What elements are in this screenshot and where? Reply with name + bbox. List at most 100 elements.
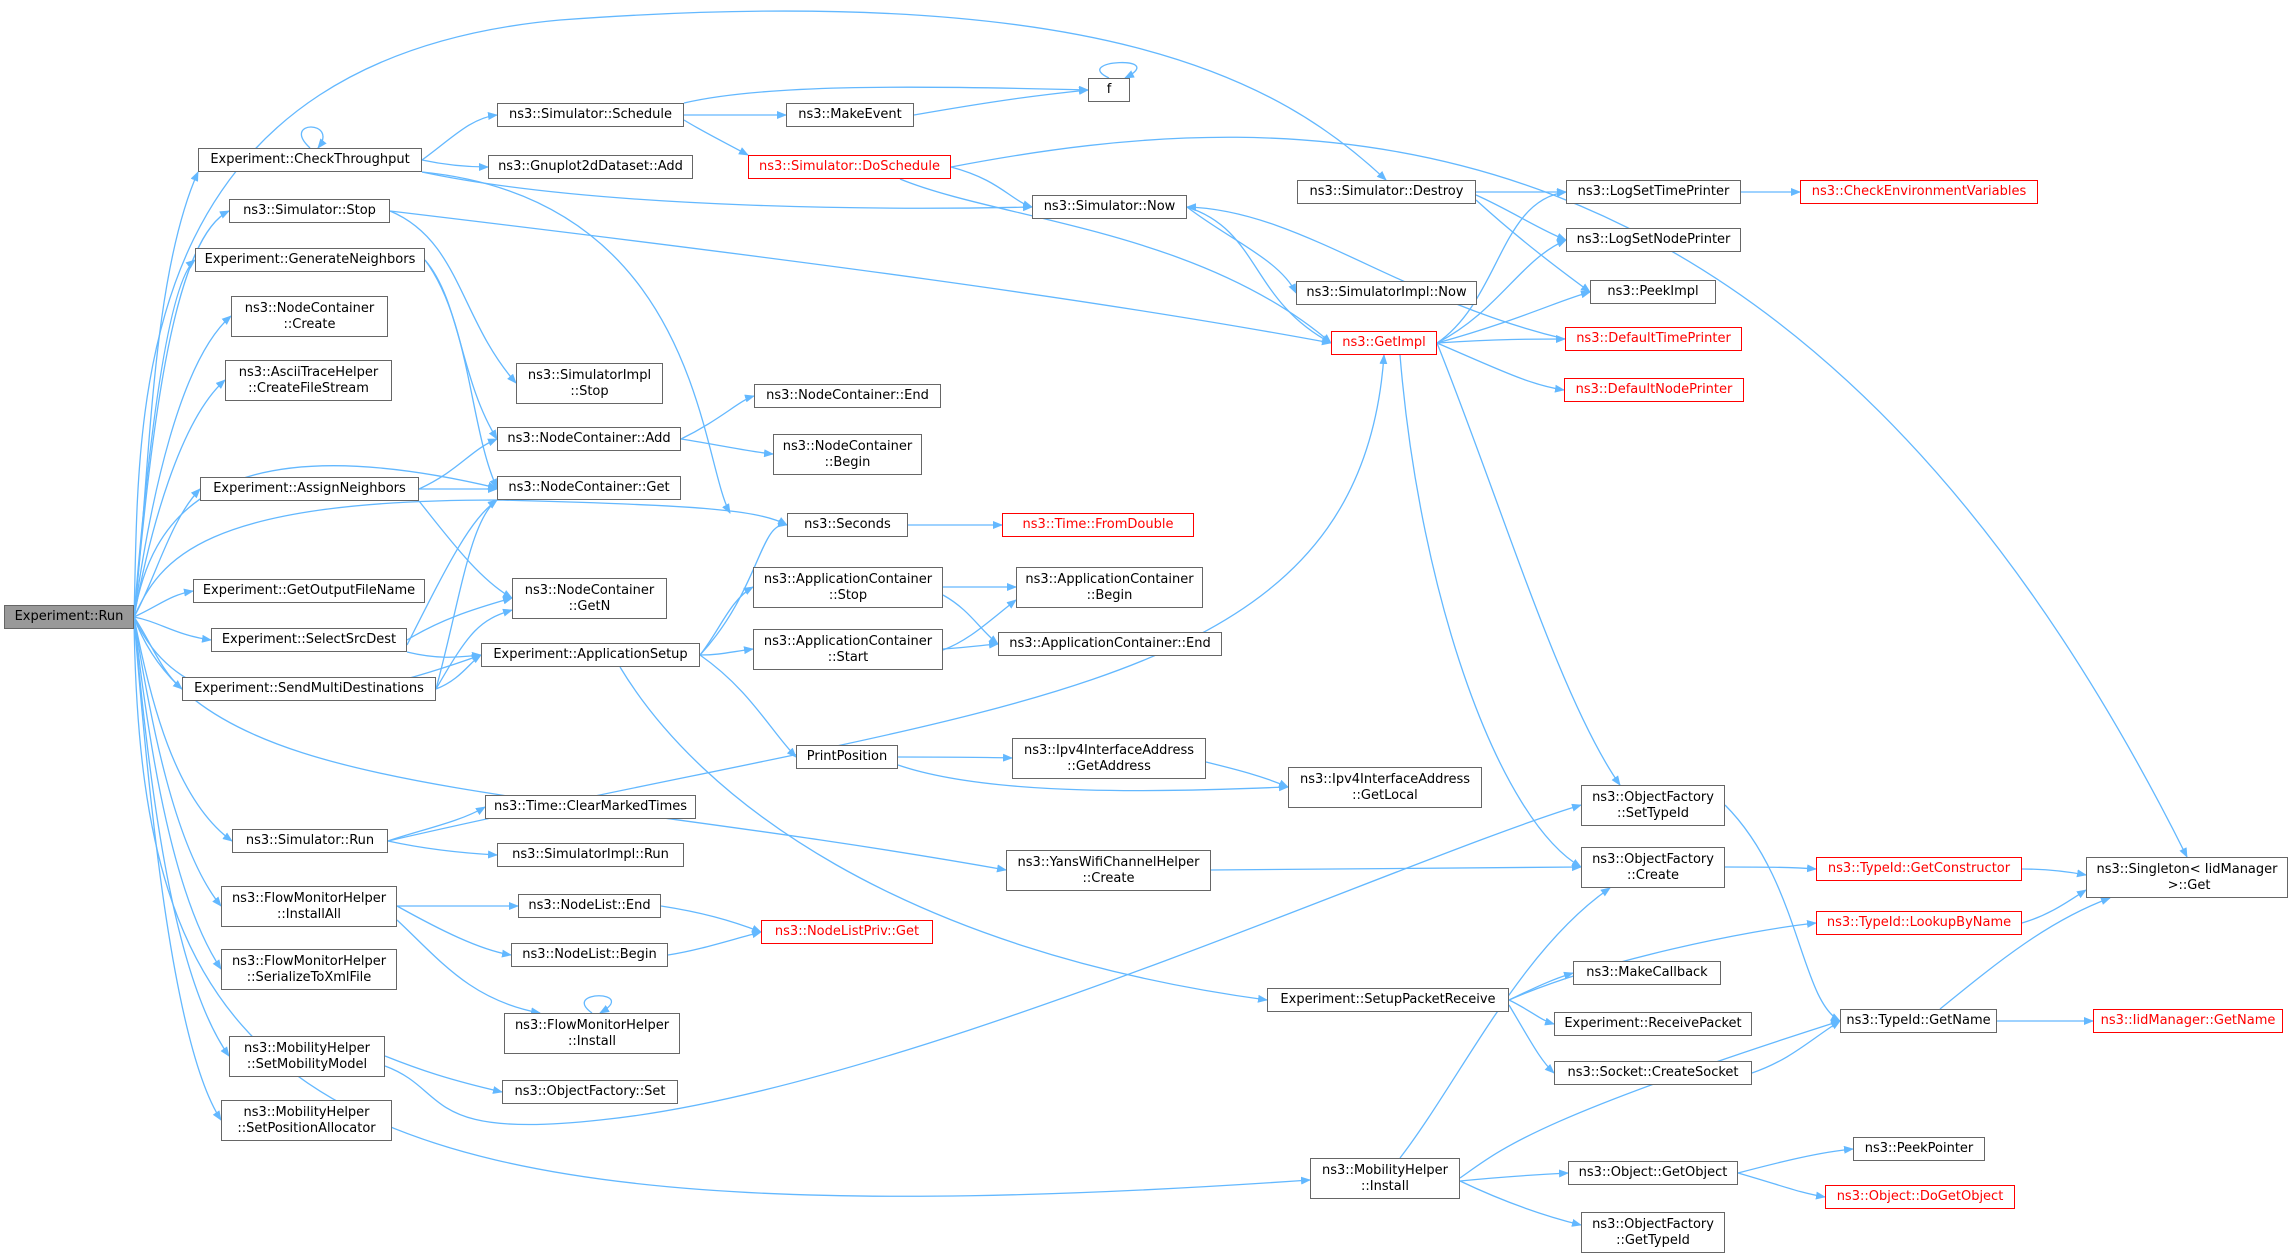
call-edge: [942, 640, 999, 650]
node-fm-serialize[interactable]: ns3::FlowMonitorHelper ::SerializeToXmlF…: [221, 949, 397, 990]
node-fm-install[interactable]: ns3::FlowMonitorHelper ::Install: [504, 1013, 680, 1054]
node-make-callback[interactable]: ns3::MakeCallback: [1573, 961, 1721, 985]
call-edge: [1205, 761, 1289, 788]
node-default-time-printer[interactable]: ns3::DefaultTimePrinter: [1565, 327, 1742, 351]
node-f[interactable]: f: [1088, 78, 1130, 102]
call-edge: [1399, 887, 1611, 1159]
node-setup-packet-receive[interactable]: Experiment::SetupPacketReceive: [1267, 988, 1509, 1012]
node-seconds[interactable]: ns3::Seconds: [787, 513, 908, 537]
node-simimpl-now[interactable]: ns3::SimulatorImpl::Now: [1296, 281, 1477, 305]
call-edge: [1475, 199, 1591, 293]
node-select-src-dest[interactable]: Experiment::SelectSrcDest: [211, 628, 407, 652]
node-typeid-getctor[interactable]: ns3::TypeId::GetConstructor: [1816, 857, 2022, 881]
node-of-get-typeid[interactable]: ns3::ObjectFactory ::GetTypeId: [1581, 1212, 1725, 1253]
node-sim-destroy[interactable]: ns3::Simulator::Destroy: [1297, 180, 1476, 204]
node-peek-pointer[interactable]: ns3::PeekPointer: [1853, 1137, 1985, 1161]
node-sim-stop[interactable]: ns3::Simulator::Stop: [229, 199, 390, 223]
node-peek-impl[interactable]: ns3::PeekImpl: [1590, 280, 1716, 304]
call-edge: [133, 499, 788, 618]
call-edge: [389, 210, 1332, 346]
node-nc-get[interactable]: ns3::NodeContainer::Get: [497, 476, 681, 500]
node-nc-begin[interactable]: ns3::NodeContainer ::Begin: [773, 434, 922, 475]
node-log-set-time-printer[interactable]: ns3::LogSetTimePrinter: [1566, 180, 1741, 204]
node-ipv4-getlocal[interactable]: ns3::Ipv4InterfaceAddress ::GetLocal: [1288, 767, 1482, 808]
node-do-get-object[interactable]: ns3::Object::DoGetObject: [1825, 1185, 2015, 1209]
node-ac-stop[interactable]: ns3::ApplicationContainer ::Stop: [753, 567, 943, 608]
node-assign-neighbors[interactable]: Experiment::AssignNeighbors: [200, 477, 419, 501]
node-of-create[interactable]: ns3::ObjectFactory ::Create: [1581, 847, 1725, 888]
node-get-output-file[interactable]: Experiment::GetOutputFileName: [193, 579, 425, 603]
node-nl-end[interactable]: ns3::NodeList::End: [518, 894, 661, 918]
call-edge: [421, 171, 1033, 212]
node-simimpl-run[interactable]: ns3::SimulatorImpl::Run: [497, 843, 684, 867]
call-edge: [1508, 999, 1555, 1026]
call-edge: [133, 616, 222, 907]
node-obj-get-object[interactable]: ns3::Object::GetObject: [1568, 1161, 1738, 1185]
node-nl-begin[interactable]: ns3::NodeList::Begin: [511, 943, 668, 967]
node-ascii-create[interactable]: ns3::AsciiTraceHelper ::CreateFileStream: [225, 360, 392, 401]
call-edge: [133, 379, 226, 618]
node-make-event[interactable]: ns3::MakeEvent: [786, 103, 914, 127]
node-ac-start[interactable]: ns3::ApplicationContainer ::Start: [753, 629, 943, 670]
call-edge: [1939, 897, 2111, 1010]
node-get-impl[interactable]: ns3::GetImpl: [1331, 331, 1437, 355]
node-typeid-getname[interactable]: ns3::TypeId::GetName: [1840, 1009, 1997, 1033]
node-check-throughput[interactable]: Experiment::CheckThroughput: [198, 148, 422, 172]
node-typeid-lookup[interactable]: ns3::TypeId::LookupByName: [1816, 911, 2022, 935]
node-ipv4-getaddr[interactable]: ns3::Ipv4InterfaceAddress ::GetAddress: [1012, 738, 1206, 779]
node-time-from-double[interactable]: ns3::Time::FromDouble: [1002, 513, 1194, 537]
node-nc-end[interactable]: ns3::NodeContainer::End: [754, 384, 941, 408]
call-edge: [424, 259, 498, 440]
node-socket-create[interactable]: ns3::Socket::CreateSocket: [1554, 1061, 1752, 1085]
node-singleton-get[interactable]: ns3::Singleton< IidManager >::Get: [2086, 857, 2288, 898]
node-nc-add[interactable]: ns3::NodeContainer::Add: [497, 427, 681, 451]
node-mob-set-model[interactable]: ns3::MobilityHelper ::SetMobilityModel: [229, 1036, 385, 1077]
node-do-schedule[interactable]: ns3::Simulator::DoSchedule: [748, 155, 951, 179]
call-edge: [133, 10, 1387, 618]
call-edge: [1099, 61, 1138, 79]
call-edge: [133, 210, 230, 618]
call-edge: [387, 354, 1388, 842]
node-simimpl-stop[interactable]: ns3::SimulatorImpl ::Stop: [516, 363, 663, 404]
call-edge: [1459, 1019, 1841, 1179]
node-of-set[interactable]: ns3::ObjectFactory::Set: [502, 1080, 678, 1104]
node-print-position[interactable]: PrintPosition: [796, 745, 898, 769]
call-edge: [421, 112, 498, 161]
node-send-multi[interactable]: Experiment::SendMultiDestinations: [182, 677, 436, 701]
node-sim-schedule[interactable]: ns3::Simulator::Schedule: [497, 103, 684, 127]
node-iid-getname[interactable]: ns3::IidManager::GetName: [2093, 1009, 2283, 1033]
node-receive-packet[interactable]: Experiment::ReceivePacket: [1554, 1012, 1752, 1036]
node-ac-begin[interactable]: ns3::ApplicationContainer ::Begin: [1016, 567, 1203, 608]
node-sim-now[interactable]: ns3::Simulator::Now: [1032, 195, 1187, 219]
call-edge: [1475, 194, 1567, 241]
call-edge: [942, 599, 1017, 651]
node-run[interactable]: Experiment::Run: [4, 605, 134, 629]
node-ac-end[interactable]: ns3::ApplicationContainer::End: [998, 632, 1222, 656]
node-check-env[interactable]: ns3::CheckEnvironmentVariables: [1800, 180, 2038, 204]
node-nc-getn[interactable]: ns3::NodeContainer ::GetN: [512, 578, 667, 619]
node-generate-neighbors[interactable]: Experiment::GenerateNeighbors: [195, 248, 425, 272]
call-edge: [133, 616, 212, 643]
call-edge: [1436, 335, 1566, 344]
node-mob-set-pos[interactable]: ns3::MobilityHelper ::SetPositionAllocat…: [221, 1100, 392, 1141]
call-edge: [435, 608, 513, 690]
node-yans-create[interactable]: ns3::YansWifiChannelHelper ::Create: [1006, 850, 1211, 891]
call-edge: [660, 905, 762, 933]
call-edge: [396, 905, 512, 958]
node-app-setup[interactable]: Experiment::ApplicationSetup: [481, 643, 700, 667]
node-gnuplot-add[interactable]: ns3::Gnuplot2dDataset::Add: [488, 155, 693, 179]
node-default-node-printer[interactable]: ns3::DefaultNodePrinter: [1564, 378, 1744, 402]
node-nc-create[interactable]: ns3::NodeContainer ::Create: [231, 296, 388, 337]
call-edge: [1399, 354, 1582, 868]
call-edge: [2021, 889, 2087, 924]
node-log-set-node-printer[interactable]: ns3::LogSetNodePrinter: [1566, 228, 1741, 252]
node-of-set-typeid[interactable]: ns3::ObjectFactory ::SetTypeId: [1581, 785, 1725, 826]
node-nlpriv-get[interactable]: ns3::NodeListPriv::Get: [761, 920, 933, 944]
call-edge: [699, 519, 788, 656]
node-fm-install-all[interactable]: ns3::FlowMonitorHelper ::InstallAll: [221, 886, 397, 927]
node-sim-run[interactable]: ns3::Simulator::Run: [232, 829, 388, 853]
node-time-clear[interactable]: ns3::Time::ClearMarkedTimes: [485, 795, 696, 819]
node-mob-install[interactable]: ns3::MobilityHelper ::Install: [1310, 1158, 1460, 1199]
call-edge: [418, 500, 513, 599]
